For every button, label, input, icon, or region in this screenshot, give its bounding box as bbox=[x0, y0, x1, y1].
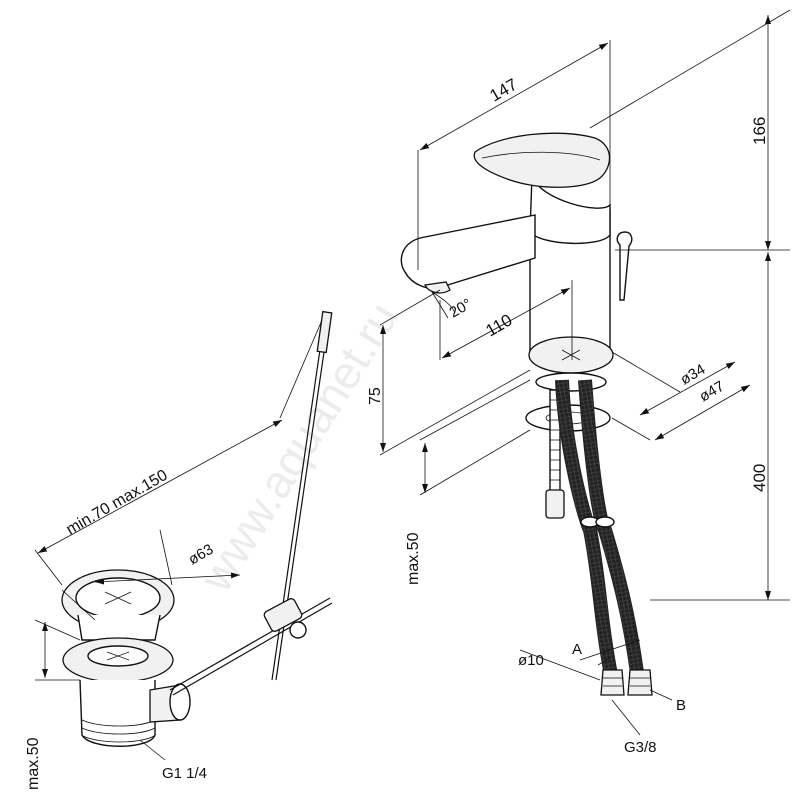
dim-110: 110 bbox=[483, 310, 516, 340]
popup-waste bbox=[61, 310, 333, 747]
faucet bbox=[400, 132, 653, 696]
waste-body bbox=[79, 679, 156, 747]
dim-166: 166 bbox=[750, 117, 769, 145]
dim-d47: ø47 bbox=[697, 378, 728, 406]
watermark: www.aquanet.ru bbox=[189, 293, 408, 601]
dim-waste-rod: min.70 max.150 bbox=[64, 467, 171, 539]
dim-max50-waste: max.50 bbox=[25, 737, 42, 790]
dim-label-b: B bbox=[676, 697, 686, 714]
connector-left bbox=[600, 669, 625, 696]
faucet-lever bbox=[473, 132, 611, 188]
dim-max50-faucet: max.50 bbox=[405, 532, 422, 585]
waste-pivot-rod bbox=[169, 597, 331, 691]
dim-g3-8: G3/8 bbox=[624, 739, 657, 756]
washer-top bbox=[535, 372, 607, 392]
dim-400: 400 bbox=[750, 464, 769, 492]
dim-75: 75 bbox=[367, 387, 384, 405]
faucet-spout bbox=[400, 214, 536, 290]
faucet-collar bbox=[529, 175, 611, 245]
popup-lever bbox=[616, 231, 633, 301]
connector-right bbox=[627, 669, 653, 696]
rod-clamp bbox=[263, 598, 303, 632]
dim-g1-1-4: G1 1/4 bbox=[162, 765, 207, 782]
dim-d34: ø34 bbox=[678, 361, 709, 389]
dim-d10: ø10 bbox=[518, 652, 544, 669]
dimension-lines bbox=[34, 9, 791, 761]
dim-label-a: A bbox=[572, 641, 582, 658]
dim-20-degree: 20° bbox=[447, 295, 475, 321]
dim-147: 147 bbox=[487, 75, 521, 106]
